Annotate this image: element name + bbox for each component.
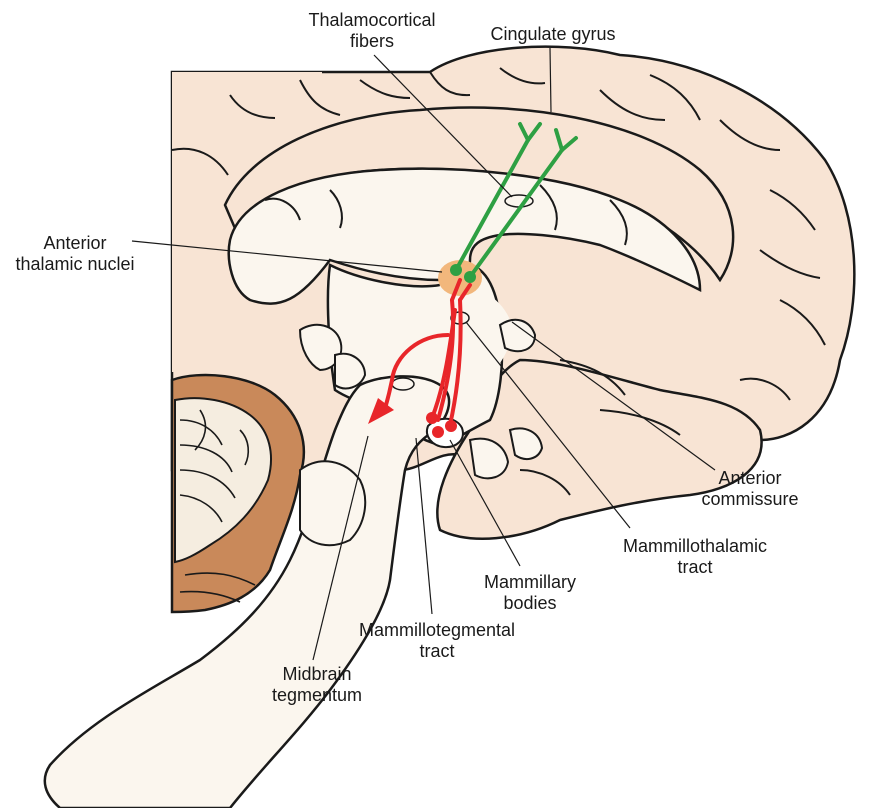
label-mammillotegmental-tract: Mammillotegmental tract (332, 620, 542, 662)
green-neuron-body-2 (464, 271, 476, 283)
label-mammillary-bodies: Mammillary bodies (470, 572, 590, 614)
label-anterior-thalamic-nuclei: Anterior thalamic nuclei (0, 233, 150, 275)
label-mammillothalamic-tract: Mammillothalamic tract (590, 536, 800, 578)
red-neuron-body-2 (432, 426, 444, 438)
pons-bulge (300, 461, 365, 545)
label-thalamocortical-fibers: Thalamocortical fibers (272, 10, 472, 52)
label-midbrain-tegmentum: Midbrain tegmentum (252, 664, 382, 706)
red-neuron-body-3 (445, 420, 457, 432)
red-neuron-body-1 (426, 412, 438, 424)
label-anterior-commissure: Anterior commissure (680, 468, 820, 510)
green-neuron-body-1 (450, 264, 462, 276)
label-cingulate-gyrus: Cingulate gyrus (458, 24, 648, 45)
